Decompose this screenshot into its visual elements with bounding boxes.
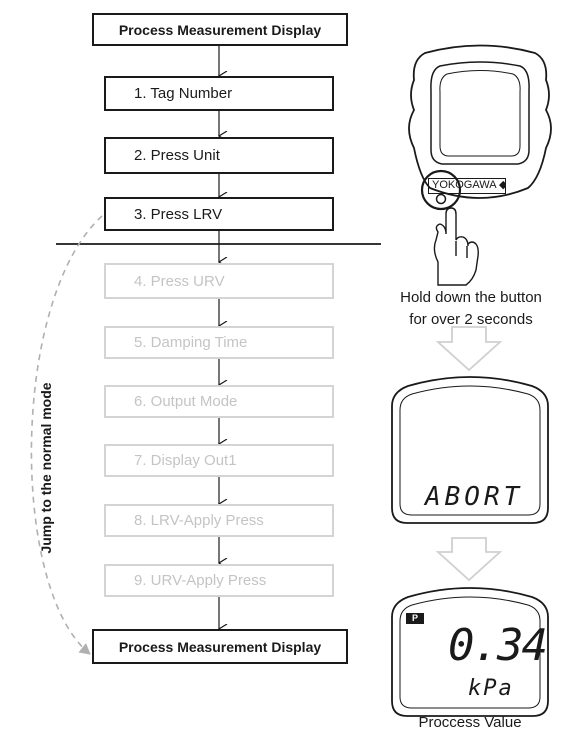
instruction-line-1: Hold down the button <box>400 289 542 306</box>
abort-text: ABORT <box>425 482 524 512</box>
step-1-box: 1. Tag Number <box>104 76 334 111</box>
step-8-box: 8. LRV-Apply Press <box>104 504 334 537</box>
lcd-abort-frame <box>391 376 549 524</box>
bottom-process-box: Process Measurement Display <box>92 629 348 664</box>
p-badge: P <box>406 613 424 624</box>
brand-label: YOKOGAWA ◆ <box>428 178 506 194</box>
process-value-text: 0.34 <box>448 620 548 671</box>
step-2-box: 2. Press Unit <box>104 137 334 174</box>
step-5-box: 5. Damping Time <box>104 326 334 359</box>
step-7-box: 7. Display Out1 <box>104 444 334 477</box>
step-3-box: 3. Press LRV <box>104 197 334 231</box>
process-unit-text: kPa <box>468 676 514 701</box>
lcd-abort-inner <box>399 385 541 516</box>
step-9-box: 9. URV-Apply Press <box>104 564 334 597</box>
top-process-box: Process Measurement Display <box>92 13 348 46</box>
step-6-box: 6. Output Mode <box>104 385 334 418</box>
jump-arc <box>30 215 103 655</box>
lcd-value-frame <box>391 587 549 717</box>
jump-side-label: Jump to the normal mode <box>38 382 54 554</box>
step-4-box: 4. Press URV <box>104 263 334 299</box>
hand-pointer-icon <box>433 207 479 286</box>
lcd-value-inner <box>399 596 541 709</box>
down-arrow-icon <box>435 326 503 582</box>
process-value-caption: Proccess Value <box>418 714 522 731</box>
transmitter-device <box>408 44 552 211</box>
instruction-line-2: for over 2 seconds <box>409 311 533 328</box>
